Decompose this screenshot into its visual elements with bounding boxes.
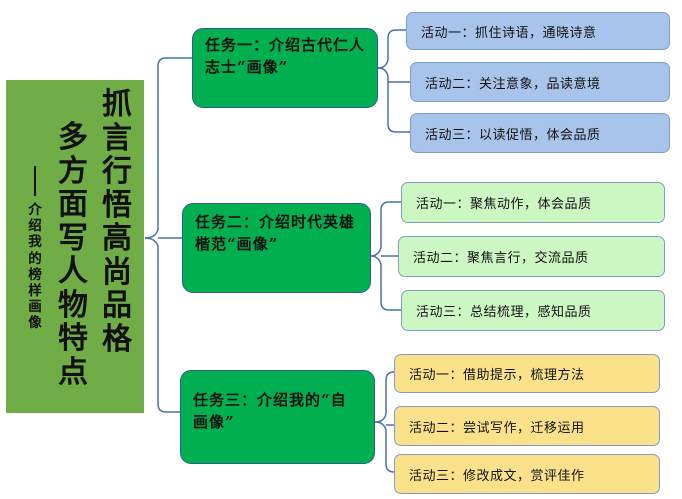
main-title-right-column: 抓 言 行 悟 高 尚 品 格 bbox=[102, 88, 132, 356]
subtitle-column: 介 绍 我 的 榜 样 画 像 bbox=[21, 166, 49, 332]
task-one-activity-one: 活动一：抓住诗语，通晓诗意 bbox=[406, 12, 670, 50]
title-char: 人 bbox=[58, 254, 88, 289]
task-three-title: 任务三：介绍我的“自画像” bbox=[193, 391, 347, 431]
title-char: 尚 bbox=[102, 254, 132, 290]
title-char: 写 bbox=[58, 220, 88, 256]
activity-label: 活动一：借助提示，梳理方法 bbox=[409, 368, 585, 383]
task2-connector bbox=[370, 255, 401, 311]
subtitle-char: 我 bbox=[28, 234, 42, 251]
activity-label: 活动一：聚焦动作，体会品质 bbox=[416, 197, 592, 212]
title-char: 高 bbox=[102, 221, 132, 256]
subtitle-char: 榜 bbox=[28, 266, 42, 283]
title-char: 行 bbox=[102, 154, 132, 189]
task-three-activity-two: 活动二：尝试写作，迁移运用 bbox=[394, 406, 660, 446]
task3-connector bbox=[374, 421, 396, 473]
task-two-activity-two: 活动二：聚焦言行，交流品质 bbox=[398, 236, 665, 277]
title-char: 格 bbox=[102, 321, 132, 357]
task-two-activity-three: 活动三：总结梳理，感知品质 bbox=[401, 290, 665, 331]
title-char: 物 bbox=[58, 287, 88, 323]
subtitle-dash bbox=[34, 166, 36, 196]
task2-connector bbox=[370, 201, 401, 257]
title-char: 点 bbox=[58, 354, 88, 390]
root-connector bbox=[144, 57, 192, 239]
title-char: 悟 bbox=[102, 187, 132, 223]
subtitle-char: 样 bbox=[28, 283, 42, 300]
task-one-activity-two: 活动二：关注意象，品读意境 bbox=[410, 62, 670, 102]
task-three-node: 任务三：介绍我的“自画像” bbox=[180, 370, 375, 464]
task-two-activity-one: 活动一：聚焦动作，体会品质 bbox=[401, 182, 665, 223]
main-title-left-column: 多 方 面 写 人 物 特 点 bbox=[58, 121, 88, 389]
task-two-title: 任务二：介绍时代英雄楷范“画像” bbox=[195, 213, 356, 253]
activity-label: 活动二：聚焦言行，交流品质 bbox=[413, 251, 589, 266]
subtitle-char: 像 bbox=[28, 315, 42, 332]
title-char: 特 bbox=[58, 321, 88, 356]
activity-label: 活动一：抓住诗语，通晓诗意 bbox=[421, 25, 597, 41]
activity-label: 活动三：修改成文，赏评佳作 bbox=[409, 468, 585, 484]
task1-connector bbox=[377, 67, 410, 133]
root-topic: 抓 言 行 悟 高 尚 品 格 多 方 面 写 人 物 特 点 介 绍 我 的 … bbox=[6, 80, 144, 413]
title-char: 面 bbox=[58, 187, 88, 222]
task-three-activity-three: 活动三：修改成文，赏评佳作 bbox=[394, 454, 660, 494]
task-two-node: 任务二：介绍时代英雄楷范“画像” bbox=[182, 203, 371, 293]
task-one-node: 任务一：介绍古代仁人志士“画像” bbox=[192, 28, 378, 108]
activity-label: 活动三：以读促悟，体会品质 bbox=[425, 127, 601, 143]
subtitle-char: 绍 bbox=[28, 218, 42, 235]
task-one-title: 任务一：介绍古代仁人志士“画像” bbox=[205, 36, 366, 76]
subtitle-char: 的 bbox=[28, 250, 42, 267]
activity-label: 活动三：总结梳理，感知品质 bbox=[416, 305, 592, 320]
title-char: 品 bbox=[102, 288, 132, 323]
subtitle-char: 介 bbox=[28, 202, 42, 218]
title-char: 言 bbox=[102, 120, 132, 156]
title-char: 多 bbox=[58, 120, 88, 155]
root-connector bbox=[144, 237, 182, 413]
subtitle-char: 画 bbox=[28, 299, 42, 316]
task3-connector bbox=[374, 371, 396, 423]
title-char: 方 bbox=[58, 153, 88, 189]
activity-label: 活动二：关注意象，品读意境 bbox=[425, 76, 601, 92]
task-one-activity-three: 活动三：以读促悟，体会品质 bbox=[410, 113, 670, 153]
task-three-activity-one: 活动一：借助提示，梳理方法 bbox=[394, 354, 660, 393]
activity-label: 活动二：尝试写作，迁移运用 bbox=[409, 420, 585, 436]
task1-connector bbox=[377, 29, 406, 69]
title-char: 抓 bbox=[102, 87, 132, 122]
